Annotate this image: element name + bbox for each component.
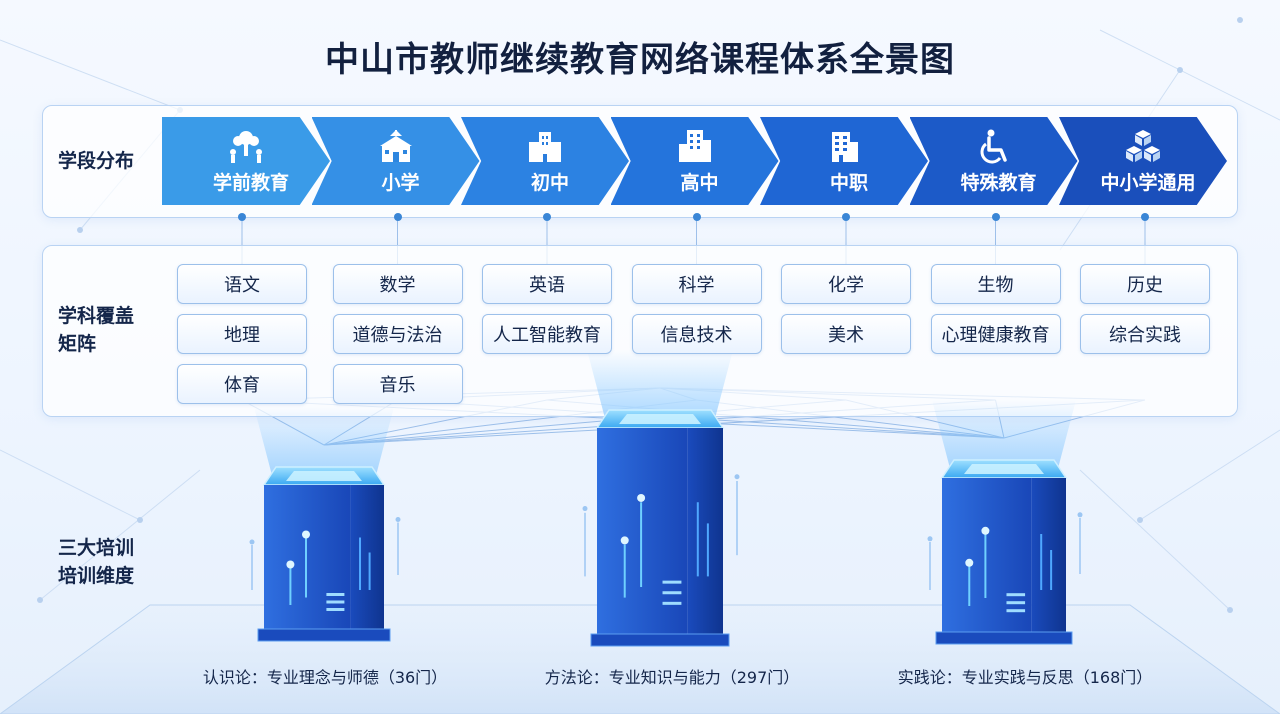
subject-cell[interactable]: 化学: [781, 264, 911, 304]
subject-cell[interactable]: 人工智能教育: [482, 314, 612, 354]
stage-chevron-6[interactable]: 特殊教育: [909, 117, 1078, 205]
server-pillar-1: [249, 407, 401, 642]
stage-connector-dot: [543, 213, 551, 221]
stage-label: 小学: [381, 171, 420, 194]
stage-chevron-1[interactable]: 学前教育: [162, 117, 330, 205]
cubes-icon: [1123, 128, 1163, 164]
wheelchair-icon: [974, 128, 1014, 164]
subject-cell[interactable]: 生物: [930, 264, 1061, 304]
stage-connector-dot: [1141, 213, 1149, 221]
dimension-label: 认识论：专业理念与师德（36门）: [202, 668, 448, 687]
subject-cell[interactable]: 综合实践: [1080, 314, 1210, 354]
stage-connector-dot: [842, 213, 850, 221]
building-icon: [525, 128, 565, 164]
subject-cell[interactable]: 音乐: [332, 364, 463, 404]
subject-cell[interactable]: 语文: [177, 264, 307, 304]
subject-cell[interactable]: 科学: [631, 264, 762, 304]
subject-cell[interactable]: 体育: [177, 364, 307, 404]
stage-label: 中职: [829, 171, 868, 194]
subject-cell[interactable]: 历史: [1080, 264, 1210, 304]
stage-chevron-2[interactable]: 小学: [311, 117, 480, 205]
page-title: 中山市教师继续教育网络课程体系全景图: [325, 40, 955, 80]
dimension-row-label-line2: 培训维度: [58, 565, 135, 587]
office-building-icon: [824, 128, 864, 164]
stage-row-label: 学段分布: [58, 150, 135, 172]
school-icon: [376, 128, 416, 164]
stage-chevron-7[interactable]: 中小学通用: [1059, 117, 1227, 205]
tall-building-icon: [675, 128, 715, 164]
subject-cell[interactable]: 道德与法治: [332, 314, 463, 354]
subject-cell[interactable]: 英语: [482, 264, 612, 304]
stage-label: 高中: [680, 171, 719, 194]
subject-cell[interactable]: 美术: [781, 314, 911, 354]
stage-label: 学前教育: [212, 171, 289, 194]
stage-connector-dot: [692, 213, 701, 221]
dimension-label: 实践论：专业实践与反思（168门）: [897, 668, 1153, 687]
subject-cell[interactable]: 心理健康教育: [930, 314, 1061, 354]
stage-chevron-5[interactable]: 中职: [760, 117, 928, 205]
tree-people-icon: [226, 128, 266, 164]
stage-chevron-4[interactable]: 高中: [610, 117, 779, 205]
stage-connector-dot: [238, 213, 246, 221]
subject-row-label-line1: 学科覆盖: [58, 305, 135, 327]
dimension-label: 方法论：专业知识与能力（297门）: [544, 668, 800, 687]
subject-cell[interactable]: 数学: [332, 264, 463, 304]
subject-cell[interactable]: 地理: [177, 314, 307, 354]
subject-cell[interactable]: 信息技术: [631, 314, 762, 354]
dimension-row-label-line1: 三大培训: [58, 537, 135, 559]
server-pillar-3: [927, 400, 1083, 645]
stage-label: 特殊教育: [960, 171, 1037, 194]
stage-chevron-3[interactable]: 初中: [461, 117, 629, 205]
stage-connector-dot: [991, 213, 1000, 221]
stage-label: 初中: [530, 171, 569, 194]
subject-row-label-line2: 矩阵: [58, 333, 97, 355]
stage-connector-dot: [393, 213, 402, 221]
stage-label: 中小学通用: [1100, 171, 1196, 194]
server-pillar-2: [582, 350, 740, 647]
